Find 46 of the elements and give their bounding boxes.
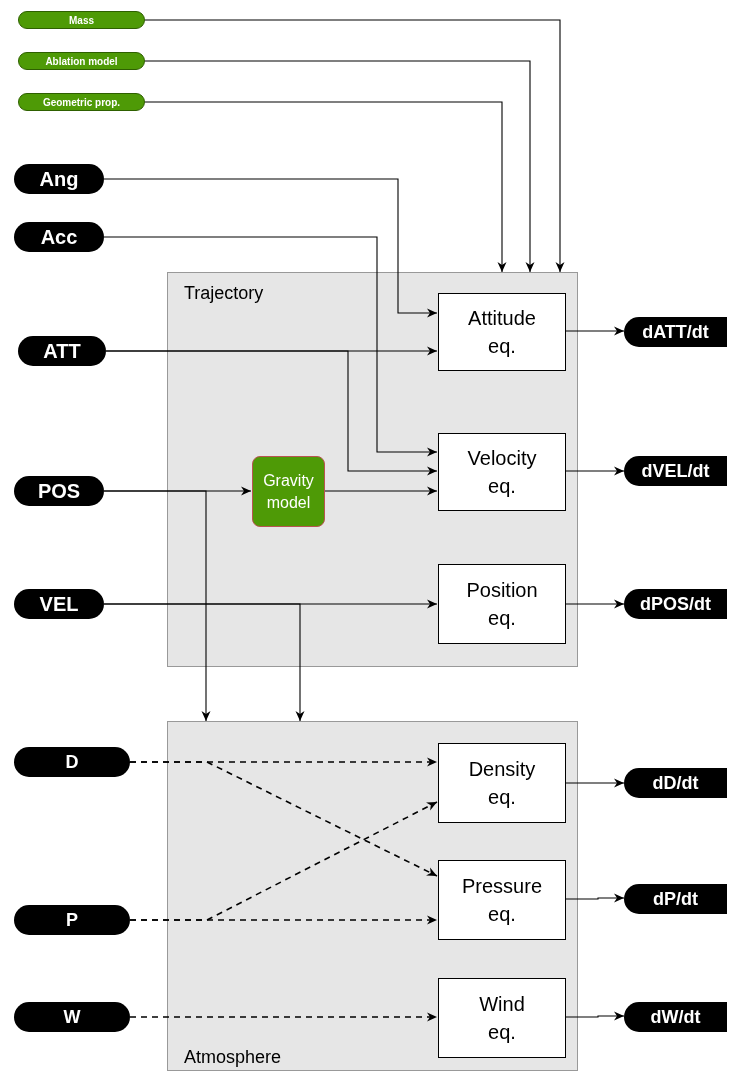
group-panel <box>167 272 578 667</box>
arrow <box>564 599 625 609</box>
output-pill: dATT/dt <box>624 317 727 347</box>
input-pill: Acc <box>14 222 104 252</box>
arrow <box>105 350 438 476</box>
arrow <box>103 236 438 457</box>
input-pill: D <box>14 747 130 777</box>
arrow <box>564 1011 625 1021</box>
arrow <box>144 101 507 273</box>
output-pill: dP/dt <box>624 884 727 914</box>
equation-box: Wind eq. <box>438 978 566 1058</box>
dashed-arrow <box>129 915 438 925</box>
output-pill: dD/dt <box>624 768 727 798</box>
arrow <box>564 466 625 476</box>
equation-box: Velocity eq. <box>438 433 566 511</box>
arrow <box>103 178 438 318</box>
output-pill: dW/dt <box>624 1002 727 1032</box>
group-label: Atmosphere <box>184 1047 282 1068</box>
group-panel <box>167 721 578 1071</box>
equation-box: Pressure eq. <box>438 860 566 940</box>
parameter-pill: Geometric prop. <box>18 93 145 111</box>
arrow <box>103 490 211 722</box>
equation-box: Attitude eq. <box>438 293 566 371</box>
arrow <box>144 19 565 273</box>
arrow <box>564 778 625 788</box>
model-box: Gravity model <box>252 456 325 527</box>
dashed-arrow <box>129 761 438 877</box>
input-pill: ATT <box>18 336 106 366</box>
output-pill: dVEL/dt <box>624 456 727 486</box>
input-pill: Ang <box>14 164 104 194</box>
group-label: Trajectory <box>184 283 264 304</box>
arrow <box>564 326 625 336</box>
input-pill: W <box>14 1002 130 1032</box>
parameter-pill: Ablation model <box>18 52 145 70</box>
arrow <box>323 486 438 496</box>
arrow <box>144 60 535 273</box>
arrow <box>103 603 305 722</box>
input-pill: P <box>14 905 130 935</box>
arrow <box>564 893 625 903</box>
parameter-pill: Mass <box>18 11 145 29</box>
equation-box: Density eq. <box>438 743 566 823</box>
input-pill: VEL <box>14 589 104 619</box>
input-pill: POS <box>14 476 104 506</box>
output-pill: dPOS/dt <box>624 589 727 619</box>
equation-box: Position eq. <box>438 564 566 644</box>
dashed-arrow <box>129 1012 438 1022</box>
